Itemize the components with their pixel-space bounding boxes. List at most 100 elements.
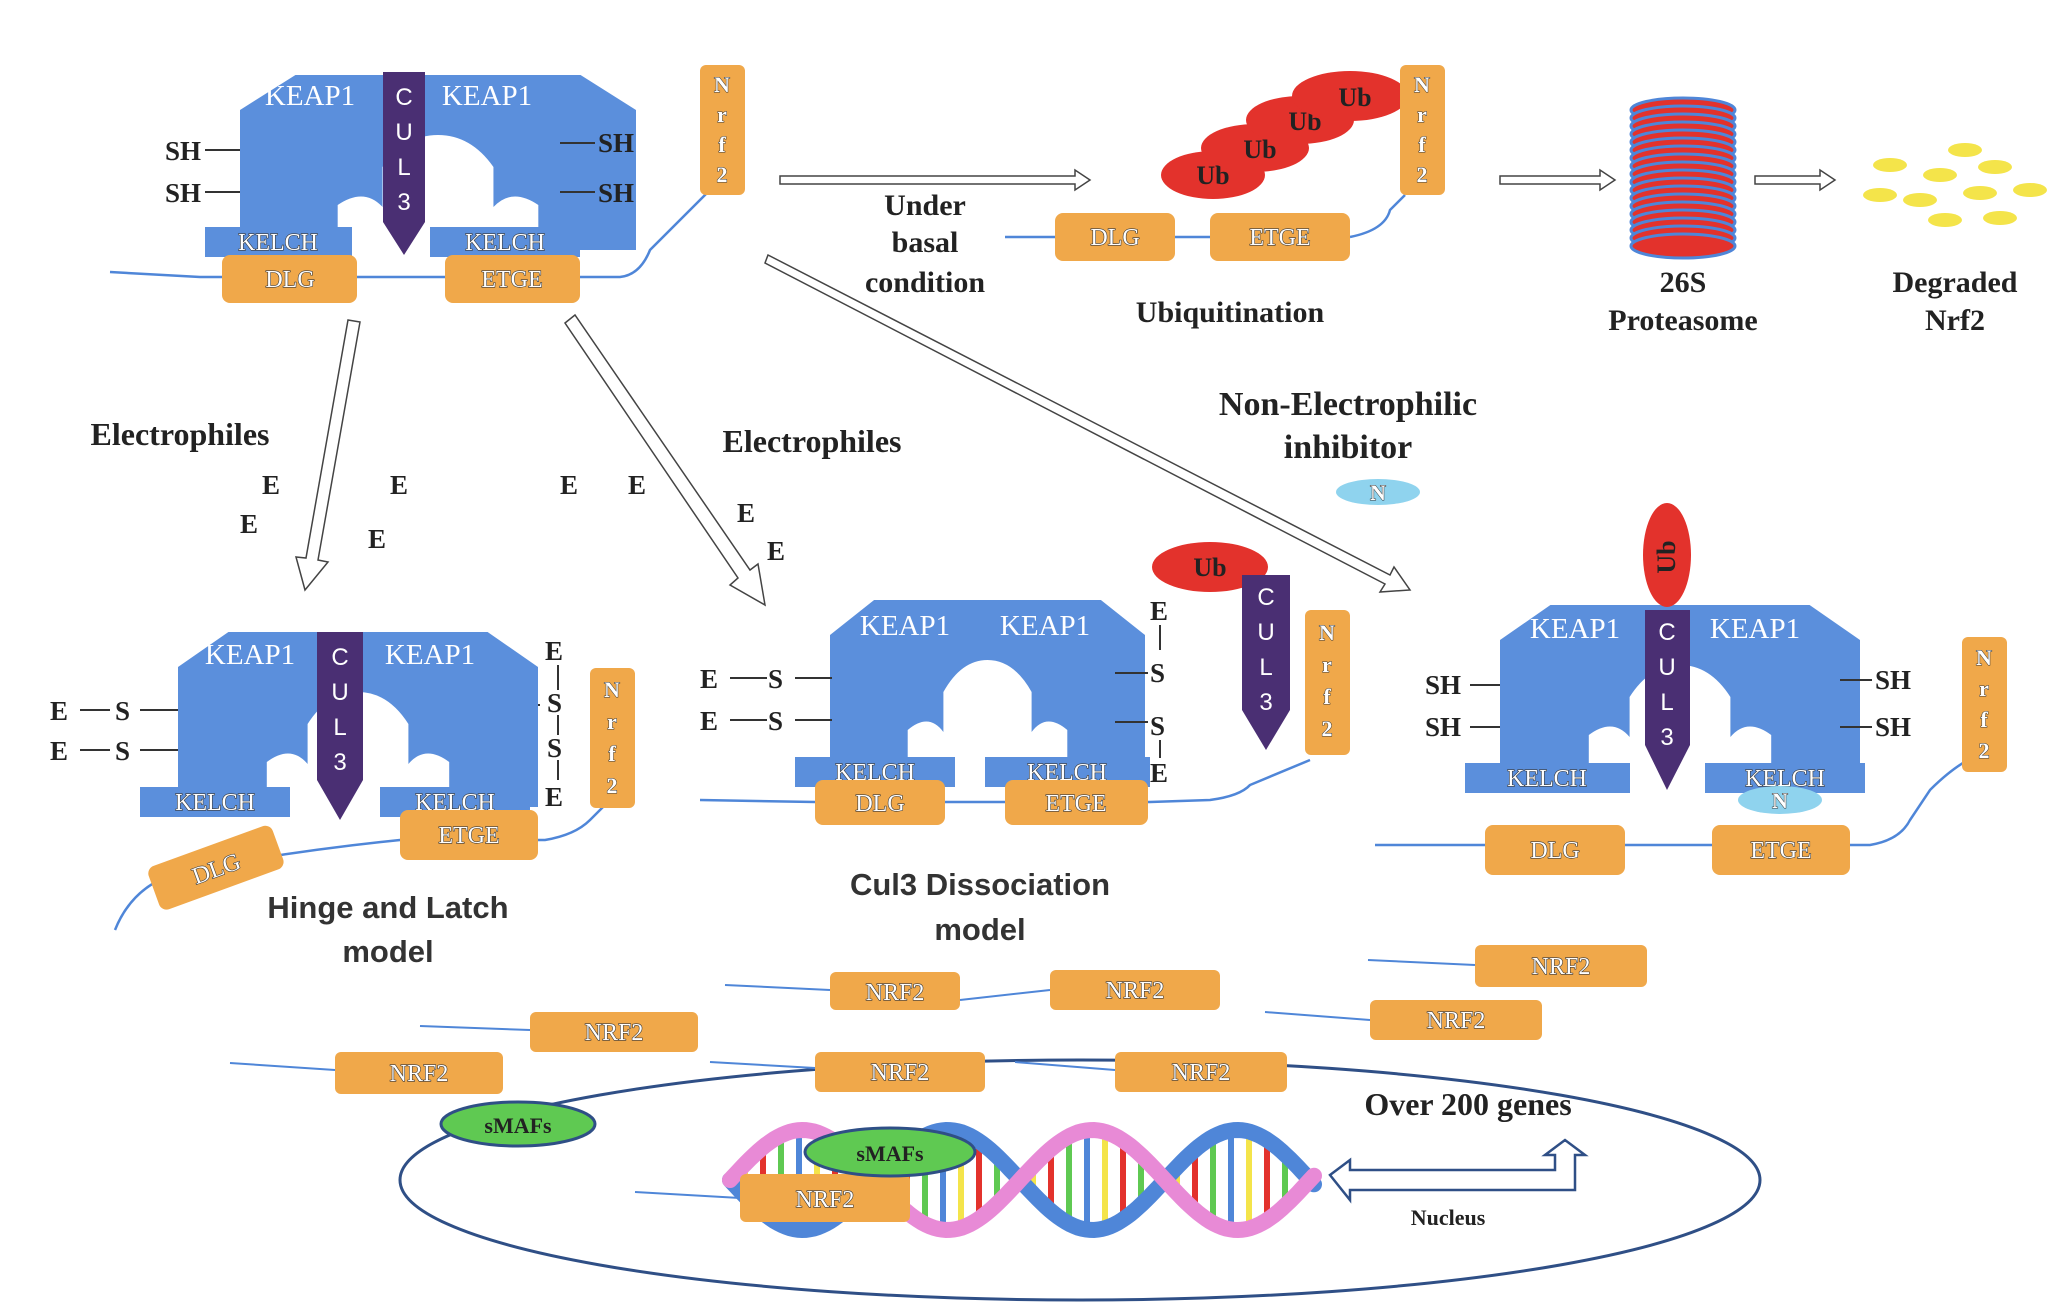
svg-text:r: r	[1979, 676, 1989, 701]
proteasome-26s-label: 26S	[1660, 266, 1707, 299]
etge-label: ETGE	[1750, 838, 1811, 864]
inhibitor-bound-kelch: N	[1738, 786, 1822, 814]
cul3-subunit: C U L 3	[1242, 575, 1290, 750]
nrf2-backbone-line	[109, 189, 711, 279]
svg-text:E: E	[767, 536, 785, 566]
kelch-label: KELCH	[1507, 766, 1587, 792]
non-electrophilic-inhibitor: N	[1336, 479, 1420, 506]
svg-text:U: U	[1658, 654, 1675, 681]
degraded-fragments	[1863, 143, 2047, 227]
basal-keap1-complex: KELCH KELCH KEAP1 KEAP1 C U L 3 DLG ETGE…	[109, 65, 745, 303]
etge-label: ETGE	[1045, 791, 1106, 817]
svg-text:NRF2: NRF2	[1532, 954, 1591, 980]
keap1-label: KEAP1	[1710, 613, 1800, 645]
ubiquitinated-nrf2: DLG ETGE Ub Ub Ub Ub N r f 2	[1005, 65, 1445, 261]
hinge-latch-title: Hinge and Latch	[267, 890, 508, 925]
kelch-label: KELCH	[238, 230, 318, 256]
gene-expression-arrow	[1328, 1138, 1589, 1204]
thiol-label: SH	[598, 128, 634, 158]
svg-text:L: L	[397, 154, 410, 181]
svg-text:E: E	[240, 509, 258, 539]
svg-text:S: S	[547, 733, 562, 763]
electrophiles-label: Electrophiles	[723, 423, 902, 459]
pathway-arrows	[294, 168, 1837, 607]
cul3-subunit: C U L 3	[317, 632, 363, 820]
arrow-to-degraded	[1754, 168, 1837, 192]
dlg-label: DLG	[855, 791, 904, 817]
svg-text:SH: SH	[1875, 712, 1911, 742]
svg-text:U: U	[1257, 619, 1274, 646]
kelch-domain	[205, 227, 352, 257]
svg-text:r: r	[717, 102, 727, 127]
svg-text:3: 3	[333, 749, 346, 776]
svg-text:S: S	[1150, 658, 1165, 688]
etge-label: ETGE	[438, 823, 499, 849]
svg-text:C: C	[331, 644, 348, 671]
svg-text:Ub: Ub	[1193, 553, 1226, 582]
keap1-label: KEAP1	[860, 610, 950, 642]
modified-cysteines	[80, 665, 559, 780]
svg-text:S: S	[547, 688, 562, 718]
etge-motif	[400, 810, 538, 860]
svg-text:E: E	[560, 470, 578, 500]
etge-motif	[445, 255, 580, 303]
thiol-label: SH	[165, 178, 201, 208]
kelch-domain	[430, 227, 580, 257]
thiol-label: SH	[598, 178, 634, 208]
svg-text:N: N	[1414, 72, 1430, 97]
nrf2-molecule: NRF2	[709, 1052, 985, 1092]
ubiquitin	[1643, 503, 1691, 607]
cul3-subunit: C U L 3	[1645, 610, 1690, 790]
free-nrf2-molecules: NRF2 NRF2 NRF2 NRF2 NRF2 NRF2	[229, 945, 1647, 1094]
svg-text:S: S	[768, 664, 783, 694]
svg-text:N: N	[1370, 480, 1386, 505]
keap1-label: KEAP1	[205, 639, 295, 671]
kelch-label: KELCH	[465, 230, 545, 256]
etge-motif	[1712, 825, 1850, 875]
svg-text:E: E	[700, 664, 718, 694]
svg-text:N: N	[604, 677, 620, 702]
proteasome-26s	[1629, 96, 1737, 260]
ubiquitination-label: Ubiquitination	[1136, 296, 1325, 329]
electrophile-molecules: E E E E E E E E	[240, 470, 785, 566]
svg-text:S: S	[768, 706, 783, 736]
nrf2-vertical-box: N r f 2	[1962, 637, 2007, 772]
svg-text:E: E	[50, 696, 68, 726]
svg-text:S: S	[1150, 711, 1165, 741]
nrf2-molecule: NRF2	[959, 970, 1220, 1010]
arrow-basal	[779, 168, 1092, 192]
keap1-label: KEAP1	[385, 639, 475, 671]
dlg-label: DLG	[1530, 838, 1579, 864]
cul3-dissociation-subtitle: model	[934, 912, 1025, 947]
svg-text:C: C	[1257, 584, 1274, 611]
hinge-latch-complex: KELCH KELCH KEAP1 KEAP1 C U L 3 ETGE DLG…	[50, 632, 635, 931]
svg-text:NRF2: NRF2	[585, 1020, 644, 1046]
cul3-subunit: C U L 3	[383, 72, 425, 255]
svg-text:2: 2	[1979, 738, 1990, 763]
dlg-motif	[815, 780, 945, 825]
svg-text:f: f	[718, 132, 726, 157]
svg-text:f: f	[1418, 132, 1426, 157]
etge-label: ETGE	[481, 267, 542, 293]
svg-text:U: U	[395, 119, 412, 146]
dlg-label: DLG	[1090, 225, 1139, 251]
nrf2-backbone-line	[1375, 758, 1969, 847]
svg-text:E: E	[737, 498, 755, 528]
nrf2-vertical-box: N r f 2	[700, 65, 745, 195]
svg-text:NRF2: NRF2	[1172, 1060, 1231, 1086]
over-200-genes-label: Over 200 genes	[1364, 1086, 1571, 1122]
svg-text:E: E	[368, 524, 386, 554]
svg-text:E: E	[50, 736, 68, 766]
electrophiles-label: Electrophiles	[91, 416, 270, 452]
nucleus-label: Nucleus	[1411, 1205, 1486, 1230]
inhibitor-label: inhibitor	[1284, 429, 1412, 466]
non-electrophilic-label: Non-Electrophilic	[1219, 386, 1477, 423]
proteasome-label: Proteasome	[1608, 304, 1757, 337]
nucleus-membrane	[398, 1058, 1762, 1302]
svg-text:NRF2: NRF2	[390, 1061, 449, 1087]
svg-text:r: r	[607, 709, 617, 734]
svg-text:NRF2: NRF2	[796, 1187, 855, 1213]
svg-text:E: E	[700, 706, 718, 736]
dlg-motif: DLG	[148, 825, 284, 910]
arrow-cul3-dissociation	[563, 313, 767, 607]
